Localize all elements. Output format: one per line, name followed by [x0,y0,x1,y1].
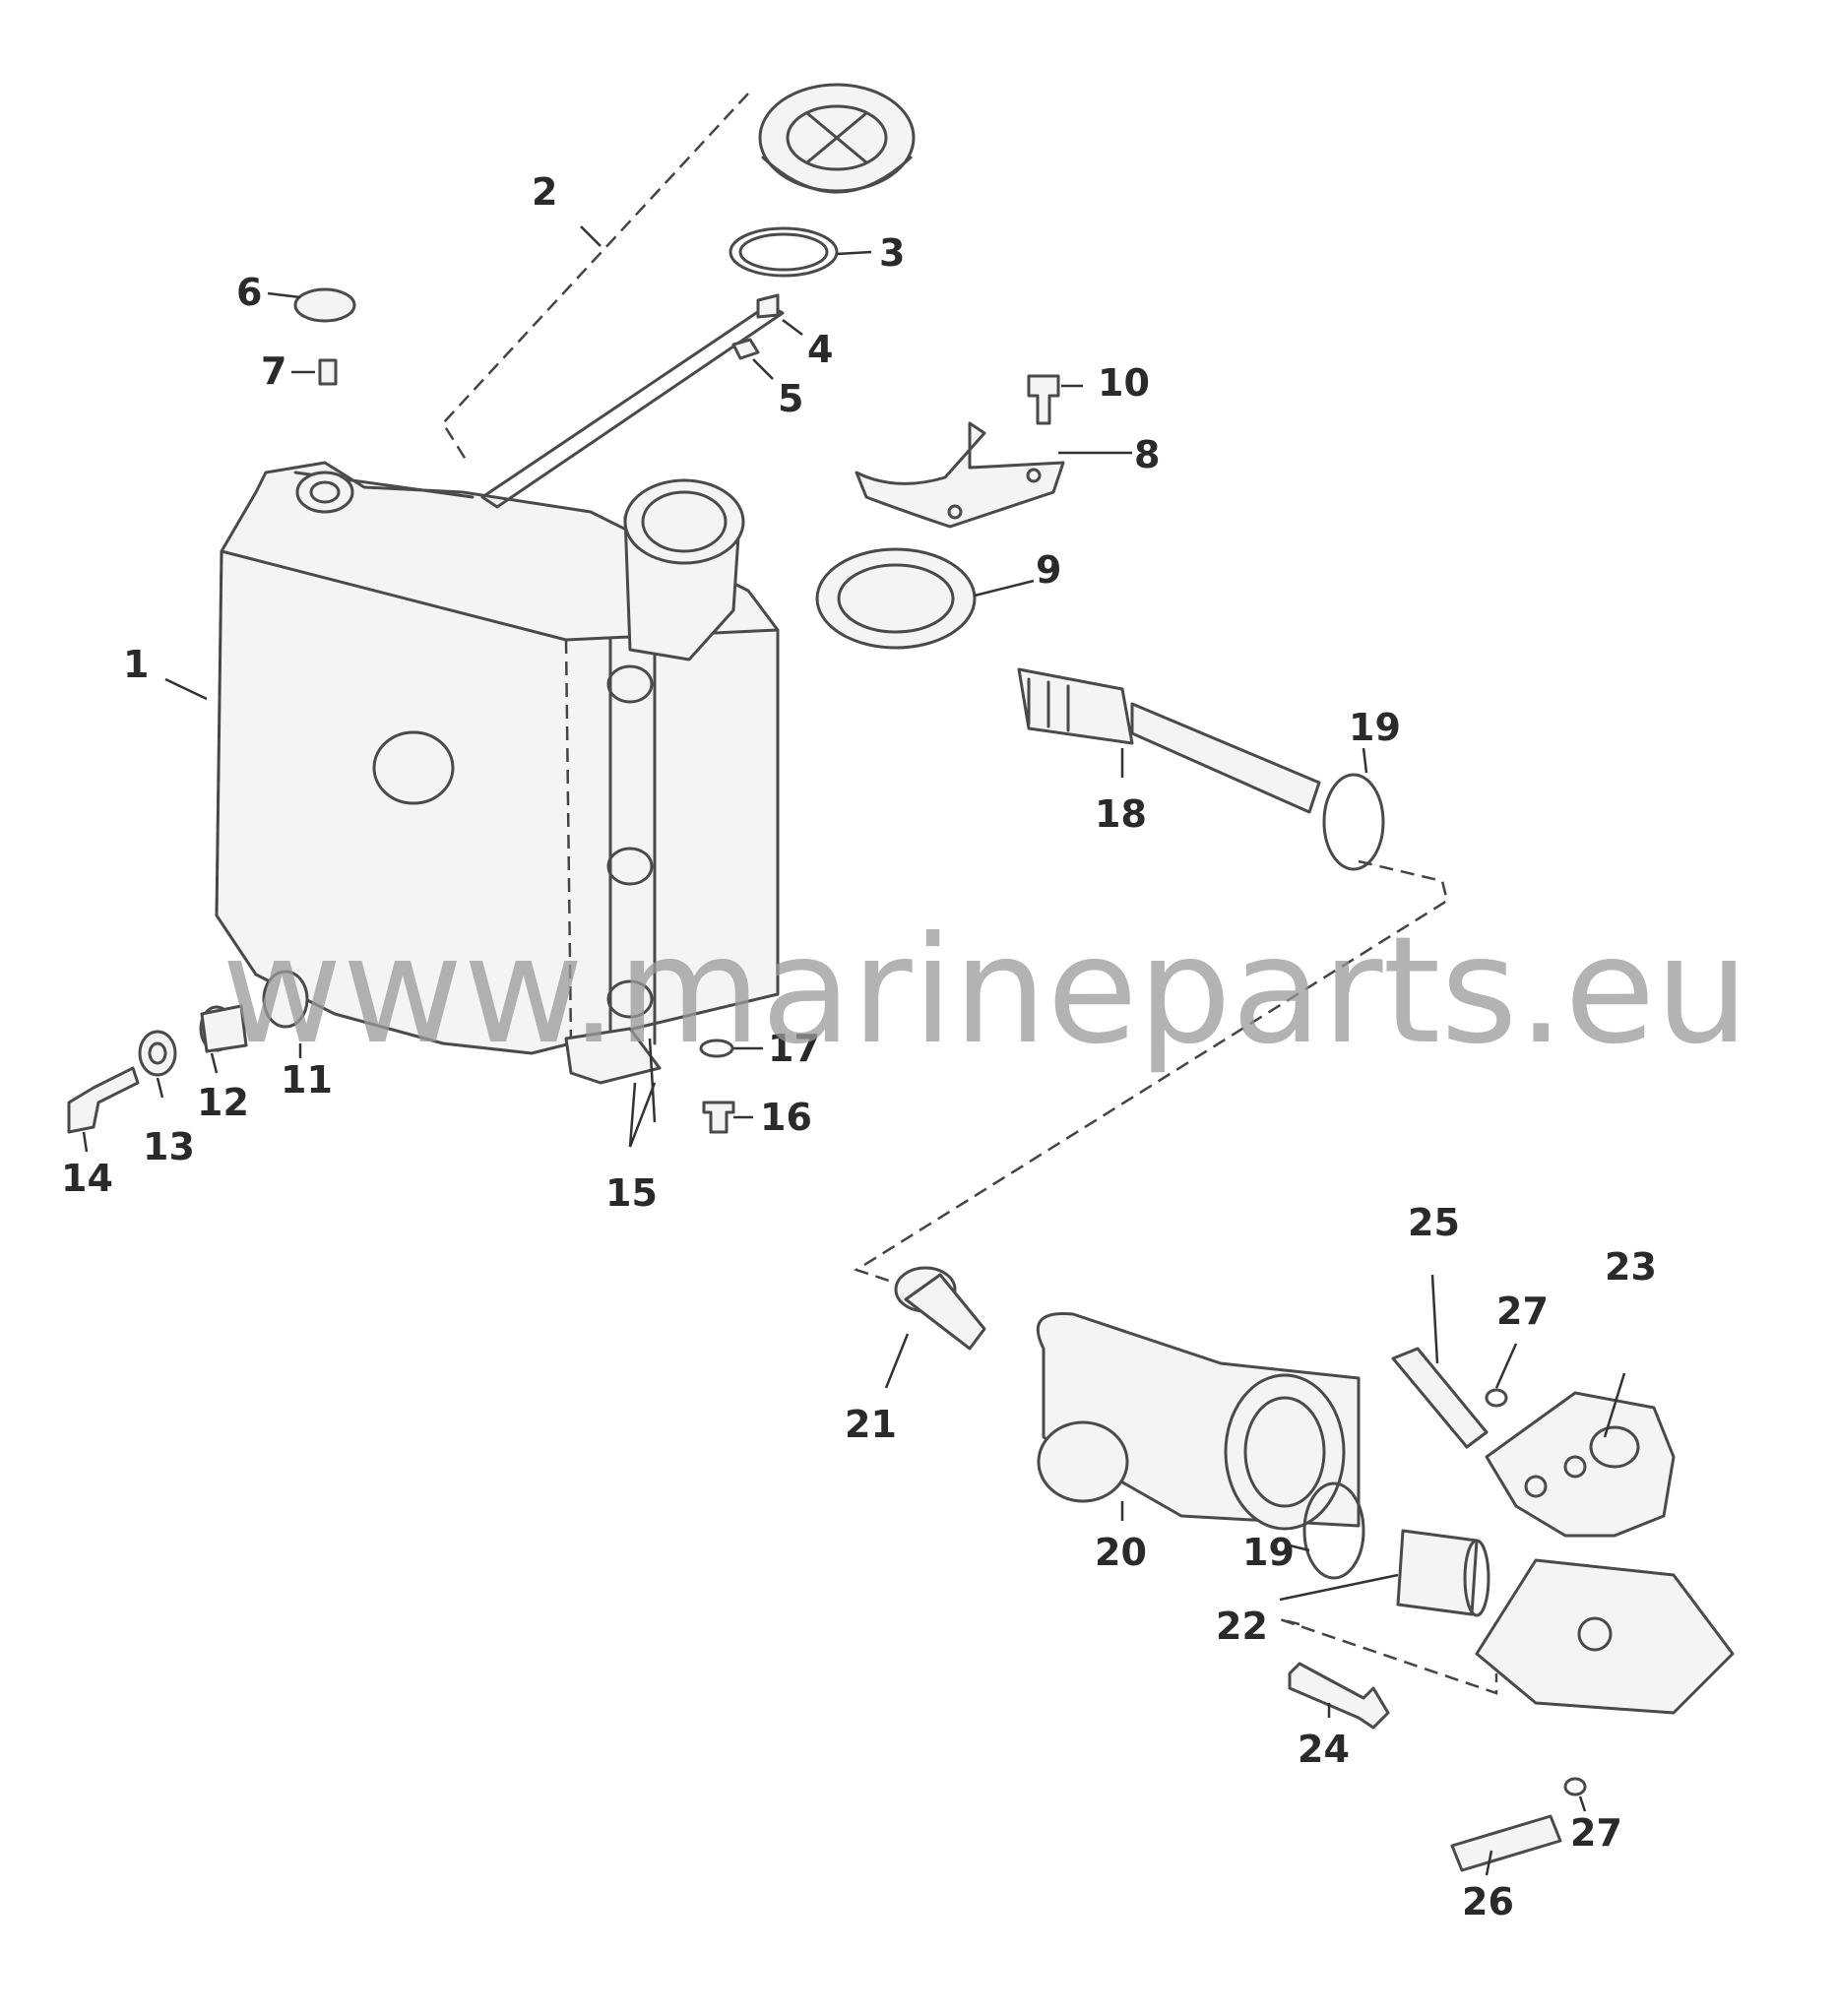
cap-strap-dash [441,93,749,464]
callout-26: 26 [1462,1880,1514,1923]
bolt-14 [67,1066,140,1134]
callout-22: 22 [1216,1605,1268,1648]
shaft-18 [1017,667,1321,814]
cap-6 [293,287,356,323]
callout-11: 11 [281,1058,333,1102]
screw-16 [702,1101,735,1134]
filler-cap [758,83,916,194]
pump-assembly-23 [1475,1391,1735,1715]
bracket-15 [564,1027,662,1085]
callout-13: 13 [143,1125,195,1168]
callout-17: 17 [768,1027,820,1070]
callout-19a: 19 [1349,706,1401,749]
callout-21: 21 [845,1403,897,1446]
callout-16: 16 [760,1096,812,1139]
bolt-24 [1288,1662,1390,1730]
cap-strap [480,303,785,509]
fitting-21 [894,1266,986,1351]
callout-1: 1 [123,643,149,686]
callout-15: 15 [605,1171,658,1215]
callout-20: 20 [1095,1531,1147,1574]
o-ring-19b [1302,1481,1365,1580]
screw-7 [318,358,338,386]
pump-housing-20 [1036,1311,1361,1531]
callout-25: 25 [1408,1201,1460,1244]
washer-13 [138,1030,177,1077]
assembly-line-lower [1279,1617,1498,1695]
pin-26 [1450,1814,1562,1872]
callout-2: 2 [532,170,557,214]
clip-4 [756,293,780,319]
callout-5: 5 [778,377,803,420]
washer-27a [1485,1388,1508,1408]
pin-25 [1391,1347,1489,1449]
callout-27b: 27 [1570,1811,1622,1855]
callout-12: 12 [197,1081,249,1124]
callout-10: 10 [1098,361,1150,405]
o-ring-3 [729,226,839,278]
o-ring-19a [1322,773,1385,871]
callout-8: 8 [1134,433,1160,476]
callout-9: 9 [1036,548,1061,592]
callout-19b: 19 [1242,1531,1295,1574]
washer-17 [699,1039,734,1058]
callout-6: 6 [236,271,262,314]
callout-27a: 27 [1496,1290,1549,1333]
oil-tank [215,461,780,1055]
bolt-10 [1027,374,1060,425]
callout-14: 14 [61,1157,113,1200]
callout-7: 7 [261,349,286,393]
callout-labels: 1 2 3 4 5 6 7 8 9 10 11 12 13 14 15 16 1… [61,170,1657,1923]
callout-4: 4 [807,328,833,371]
callout-3: 3 [879,231,905,275]
nut-5 [731,338,760,360]
washer-27b [1563,1777,1587,1796]
callout-23: 23 [1605,1245,1657,1289]
watermark: www.marineparts.eu [222,906,1749,1077]
fitting-11 [262,970,309,1029]
bracket-8 [855,421,1065,529]
callout-18: 18 [1095,792,1147,836]
callout-24: 24 [1298,1728,1350,1771]
leader-lines [82,225,1626,1876]
